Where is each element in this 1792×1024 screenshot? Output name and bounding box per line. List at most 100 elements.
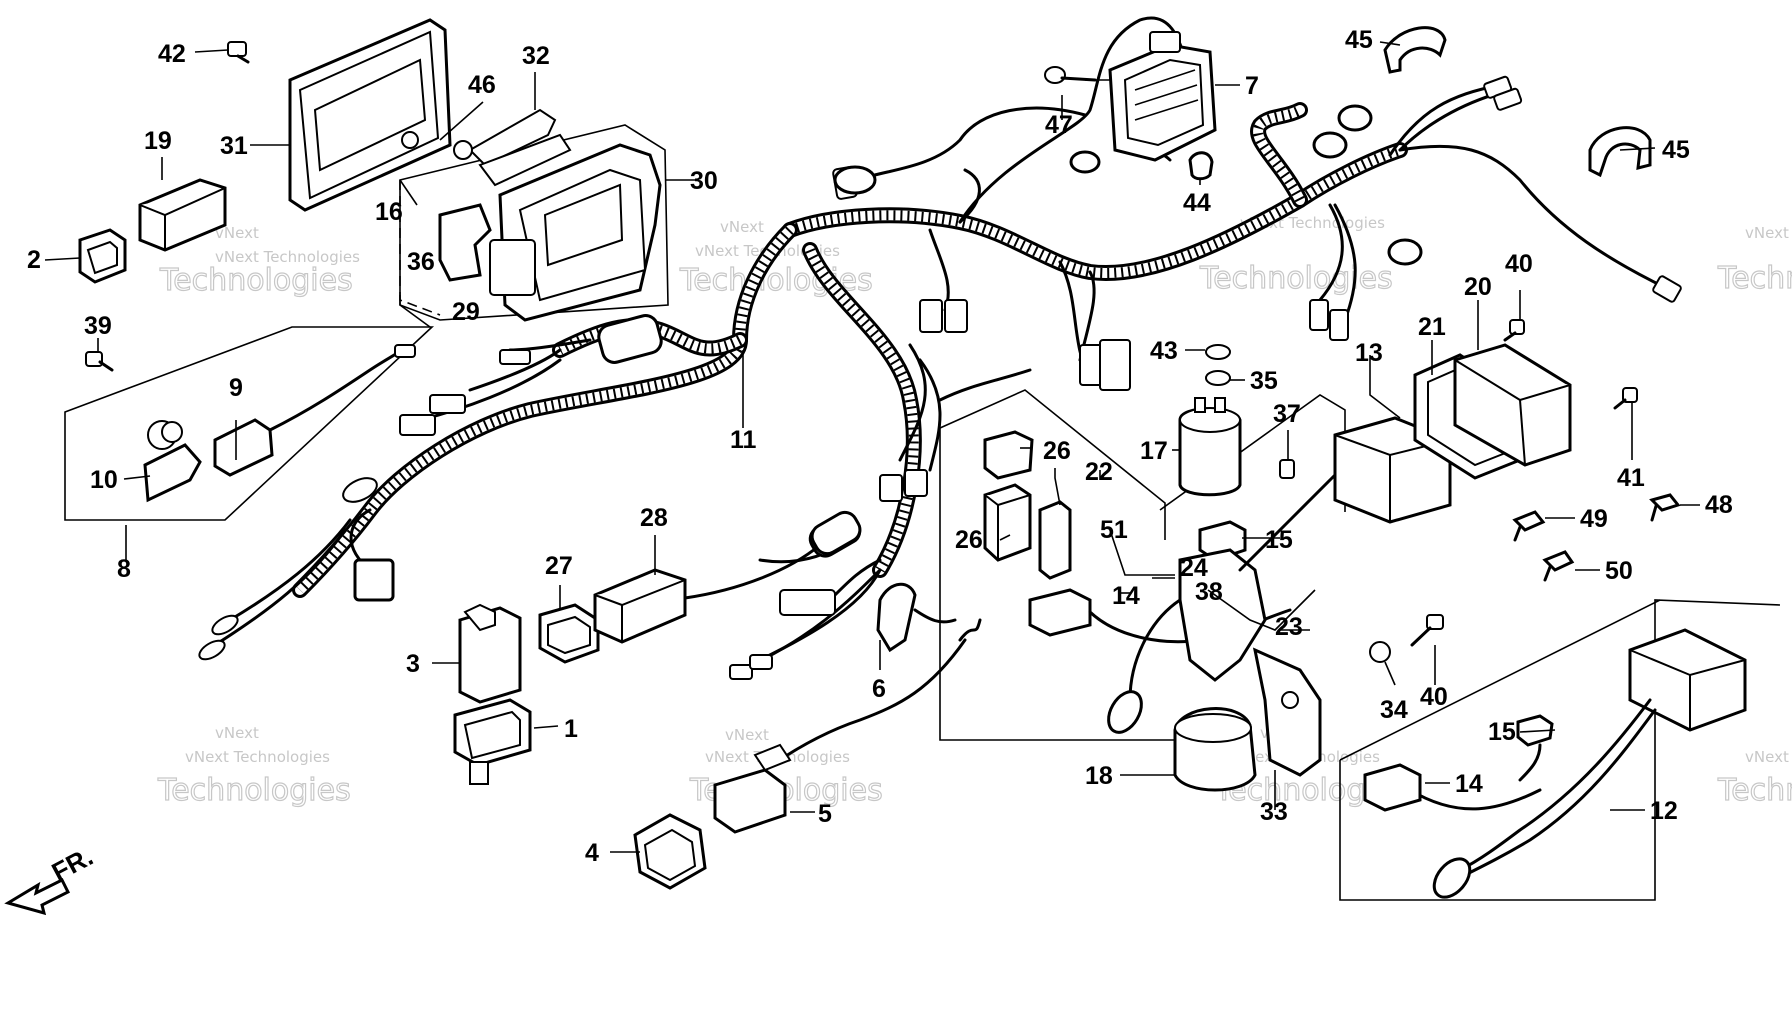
- unit-5: [713, 618, 982, 834]
- cap-15-kit: [1516, 714, 1554, 782]
- connector: [499, 349, 531, 365]
- connector: [429, 394, 466, 414]
- solenoid-17-top: [1179, 407, 1241, 433]
- connector: [597, 314, 663, 364]
- cover-20-edge: [1519, 399, 1526, 466]
- bolt-head: [1509, 319, 1525, 335]
- front-label: FR.: [47, 841, 98, 887]
- relay-26-lower: [983, 483, 1032, 562]
- switch-9-10: [143, 344, 416, 503]
- callout-3: 3: [406, 650, 420, 678]
- fuse-48-leg: [1650, 504, 1658, 522]
- cap-15-center: [1198, 520, 1247, 562]
- cover-30-panel: [543, 183, 624, 267]
- callout-18: 18: [1085, 762, 1113, 790]
- connector: [944, 299, 968, 333]
- nut-43-35: [1205, 344, 1231, 386]
- washer-34: [1369, 641, 1391, 663]
- connector: [919, 299, 943, 333]
- bolt-head: [85, 351, 103, 367]
- front-arrow-icon: [4, 877, 71, 916]
- callout-45-top: 45: [1345, 26, 1373, 54]
- connector: [779, 589, 836, 616]
- cdi-kit-12: [1408, 628, 1747, 899]
- callout-20: 20: [1464, 273, 1492, 301]
- bolt-shank: [1503, 331, 1517, 342]
- callout-29: 29: [452, 298, 480, 326]
- connector: [211, 614, 239, 636]
- connector: [879, 474, 903, 502]
- unit-28-wire: [683, 543, 822, 600]
- solenoid-17: [1178, 397, 1242, 497]
- callout-24: 24: [1180, 554, 1208, 582]
- callout-49: 49: [1580, 505, 1608, 533]
- solenoid-17-post: [1214, 397, 1226, 413]
- unit-5-cap: [753, 743, 792, 772]
- unit-14-body: [1028, 588, 1092, 637]
- connector: [904, 469, 928, 497]
- callout-14-center: 14: [1112, 582, 1140, 610]
- bolt-head: [1426, 614, 1444, 630]
- callout-35: 35: [1250, 367, 1278, 395]
- watermark-company: vNext Technologies: [185, 748, 330, 766]
- fuse-48-body: [1649, 493, 1681, 512]
- callout-50: 50: [1605, 557, 1633, 585]
- cap-15-kit-wire: [1518, 743, 1542, 782]
- callout-26-upper: 26: [1043, 437, 1071, 465]
- relay-26-upper: [983, 430, 1034, 480]
- switch-10-ring: [161, 421, 183, 443]
- callout-6: 6: [872, 675, 886, 703]
- bracket-body: [1178, 548, 1267, 682]
- unit-1: [453, 698, 532, 785]
- nut-43: [1205, 344, 1231, 360]
- fin: [1134, 84, 1198, 106]
- bracket-33-body: [1252, 647, 1322, 777]
- bolt-shank: [1613, 398, 1627, 410]
- callout-36: 36: [407, 248, 435, 276]
- unit-28-plug: [810, 510, 862, 556]
- callout-33: 33: [1260, 798, 1288, 826]
- watermark-company: vNext Technologies: [215, 248, 360, 266]
- callout-14-kit: 14: [1455, 770, 1483, 798]
- callout-5: 5: [818, 800, 832, 828]
- bracket-24-38-23: [1107, 468, 1342, 734]
- cap-6-lead: [913, 608, 957, 624]
- connector: [749, 654, 773, 670]
- callout-numbers: 42 19 2 39 31 9 10 8 46 32 30 16 36 29 1…: [27, 26, 1733, 867]
- relay-group-outline-lower: [939, 428, 1185, 741]
- bolt-40-lower: [1410, 614, 1444, 647]
- cap-6-boot: [876, 582, 917, 653]
- callout-12: 12: [1650, 797, 1678, 825]
- callout-22: 22: [1085, 458, 1113, 486]
- unit-5-wire: [763, 638, 967, 772]
- relay-19-body: [138, 178, 227, 252]
- fuse-50-leg: [1543, 565, 1552, 582]
- watermark-big: Technologies: [1717, 261, 1792, 296]
- switch-9-wire: [268, 348, 404, 432]
- connector: [353, 558, 395, 602]
- bolt-shank: [98, 360, 114, 372]
- callout-11: 11: [730, 426, 757, 454]
- clamp-45b-body: [1588, 126, 1652, 178]
- cap-2-inner: [86, 240, 118, 275]
- solenoid-17-post: [1194, 397, 1206, 413]
- watermark-company: vNext Technologies: [1745, 748, 1792, 766]
- switch-group-outline: [64, 326, 435, 521]
- cap-27: [538, 603, 600, 664]
- callout-7: 7: [1245, 72, 1259, 100]
- connector: [198, 639, 226, 661]
- callout-48: 48: [1705, 491, 1733, 519]
- fuse-50: [1542, 550, 1575, 582]
- unit-3-body: [458, 606, 522, 704]
- fuse-49-leg: [1513, 525, 1522, 542]
- cdi-kit-wire-2: [1463, 708, 1657, 877]
- screw-16: [401, 131, 419, 149]
- callout-23: 23: [1275, 613, 1303, 641]
- bracket-29: [489, 239, 536, 296]
- unit-1-inner: [463, 710, 521, 760]
- callout-46: 46: [468, 71, 496, 99]
- callout-17: 17: [1140, 437, 1168, 465]
- callout-34: 34: [1380, 696, 1408, 724]
- connector: [729, 664, 753, 680]
- bracket-33-hole: [1281, 691, 1299, 709]
